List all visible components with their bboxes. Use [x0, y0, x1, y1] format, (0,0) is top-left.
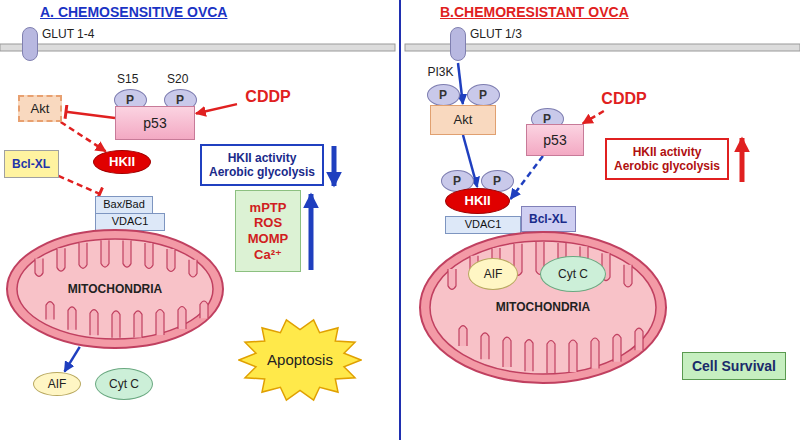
node-text: Cyt C — [109, 377, 139, 391]
residue-label: S15 — [117, 72, 138, 86]
cristae — [448, 242, 643, 373]
vdac1-box: VDAC1 — [445, 216, 521, 234]
node-text: Aerobic glycolysis — [614, 159, 720, 173]
node-text: MOMP — [248, 231, 288, 247]
node-text: mPTP — [250, 200, 287, 216]
outer-membrane — [7, 230, 223, 348]
inner-membrane — [17, 239, 213, 339]
residue-label: S20 — [167, 72, 188, 86]
node-text: Aerobic glycolysis — [209, 165, 315, 179]
node-text: P — [126, 93, 134, 107]
node-text: Akt — [454, 112, 473, 128]
phospho-circle: P — [427, 84, 460, 106]
mitochondrion: MITOCHONDRIA — [5, 228, 225, 350]
increase-arrow — [309, 194, 314, 270]
node-text: p53 — [543, 132, 566, 149]
node-text: Bcl-XL — [529, 212, 567, 226]
phospho-circle: P — [467, 84, 500, 106]
hkii-ellipse: HKII — [445, 188, 510, 214]
p53-box: p53 — [526, 124, 584, 156]
node-text: P — [479, 88, 487, 102]
node-text: Akt — [31, 101, 50, 117]
vdac1-box: VDAC1 — [95, 213, 165, 231]
drug-label: CDDP — [237, 85, 299, 109]
inhibition-line — [66, 112, 115, 118]
glut-capsule — [22, 27, 38, 61]
status-box: HKII activityAerobic glycolysis — [605, 138, 729, 180]
cell-membrane — [0, 44, 395, 51]
protein-ellipse: Cyt C — [95, 368, 153, 400]
protein-ellipse: Cyt C — [540, 256, 606, 292]
node-text: VDAC1 — [112, 215, 149, 228]
node-text: GLUT 1/3 — [470, 27, 522, 41]
node-text: AIF — [484, 267, 503, 281]
node-text: AIF — [48, 377, 67, 391]
node-text: HKII activity — [228, 151, 297, 165]
node-text: Cell Survival — [692, 358, 776, 375]
outcome-box: Cell Survival — [682, 352, 786, 380]
activation-arrow — [511, 156, 543, 199]
node-text: Cyt C — [558, 267, 588, 281]
burst-shape — [239, 320, 361, 400]
node-text: HKII activity — [633, 145, 702, 159]
outer-membrane — [420, 232, 666, 383]
node-text: Ca²⁺ — [254, 247, 282, 263]
inhibition-line — [59, 176, 100, 194]
mitochondrion: MITOCHONDRIA AIF Cyt C — [418, 230, 668, 385]
release-arrow — [65, 347, 80, 372]
glut-transporter: GLUT 1/3 — [450, 27, 540, 63]
drug-label: CDDP — [593, 87, 655, 111]
activation-arrow — [61, 122, 106, 151]
akt-box: Akt — [18, 95, 62, 122]
bclxl-box: Bcl-XL — [4, 150, 59, 178]
node-text: HKII — [465, 193, 491, 209]
node-text: VDAC1 — [465, 218, 502, 231]
glut-transporter: GLUT 1-4 — [22, 27, 112, 63]
apoptosis-burst: Apoptosis — [238, 318, 362, 402]
node-text: P — [453, 174, 461, 188]
node-text: Bax/Bad — [103, 198, 145, 211]
node-text: Bcl-XL — [12, 157, 50, 171]
increase-arrow — [740, 138, 745, 182]
p53-box: p53 — [115, 106, 195, 140]
node-text: P — [176, 93, 184, 107]
node-text: GLUT 1-4 — [42, 27, 94, 41]
node-text: CDDP — [245, 87, 290, 106]
akt-box: Akt — [430, 105, 496, 135]
decrease-arrow — [332, 146, 337, 186]
panel-divider — [399, 0, 401, 440]
status-box: HKII activityAerobic glycolysis — [200, 144, 324, 186]
node-text: ROS — [254, 215, 282, 231]
glut-capsule — [450, 27, 466, 61]
node-text: HKII — [109, 154, 135, 170]
activation-arrow — [583, 111, 604, 123]
inner-membrane — [430, 241, 656, 374]
cristae — [35, 240, 208, 337]
hkii-ellipse: HKII — [93, 150, 151, 174]
protein-ellipse: AIF — [468, 258, 518, 290]
panel-title: B.CHEMORESISTANT OVCA — [440, 4, 629, 21]
node-text: Apoptosis — [267, 351, 333, 369]
node-text: P — [493, 174, 501, 188]
panel-title: A. CHEMOSENSITIVE OVCA — [40, 4, 227, 21]
bclxl-box: Bcl-XL — [521, 206, 576, 232]
baxbad-box: Bax/Bad — [95, 196, 153, 214]
event-box: mPTPROSMOMPCa²⁺ — [235, 190, 301, 272]
edge-label: PI3K — [425, 64, 455, 78]
node-text: P — [543, 112, 551, 126]
activation-arrow — [196, 104, 237, 113]
node-text: MITOCHONDRIA — [66, 282, 164, 296]
protein-ellipse: AIF — [33, 372, 81, 396]
node-text: P — [439, 88, 447, 102]
node-text: CDDP — [601, 89, 646, 108]
node-text: MITOCHONDRIA — [494, 300, 592, 314]
node-text: p53 — [143, 115, 166, 132]
